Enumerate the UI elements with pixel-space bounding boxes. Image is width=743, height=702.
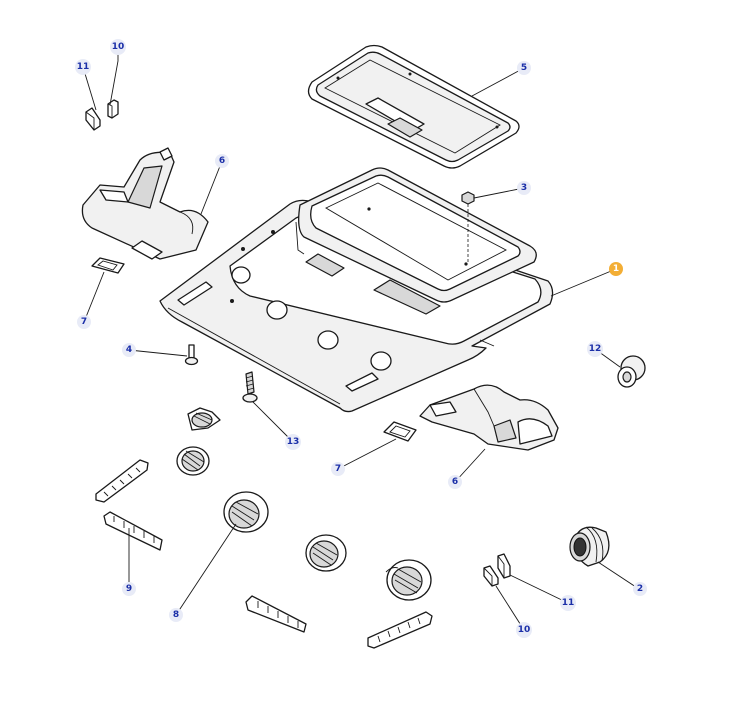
part-gasket-7-right[interactable]: [383, 421, 417, 442]
svg-text:2: 2: [637, 584, 643, 594]
svg-text:1: 1: [613, 264, 619, 274]
part-grommet-12[interactable]: [617, 355, 646, 388]
part-vent-8-e[interactable]: [385, 559, 432, 601]
part-nut-3[interactable]: [461, 191, 475, 262]
part-vent-8-d[interactable]: [305, 534, 347, 572]
callout-6-upper[interactable]: 6: [215, 154, 229, 168]
part-clip-10-bottom[interactable]: [483, 565, 499, 587]
callout-8[interactable]: 8: [169, 608, 183, 622]
part-vent-8-c[interactable]: [223, 491, 269, 533]
svg-text:7: 7: [335, 464, 341, 474]
callout-7-right[interactable]: 7: [331, 462, 345, 476]
part-vent-8-a[interactable]: [187, 407, 221, 431]
part-pin-4[interactable]: [184, 344, 199, 366]
part-clip-11-top[interactable]: [85, 107, 101, 131]
part-bellows-2[interactable]: [569, 526, 610, 567]
svg-text:6: 6: [452, 477, 458, 487]
svg-text:3: 3: [521, 183, 527, 193]
callout-6-lower[interactable]: 6: [448, 475, 462, 489]
part-housing-1[interactable]: [159, 167, 554, 413]
svg-text:8: 8: [173, 610, 179, 620]
callout-10-bottom[interactable]: 10: [516, 622, 532, 638]
part-grille-9-b[interactable]: [103, 511, 163, 551]
svg-text:11: 11: [77, 62, 90, 72]
callout-1[interactable]: 1: [609, 262, 623, 276]
leader-lines: [82, 47, 640, 631]
callout-3[interactable]: 3: [517, 181, 531, 195]
callout-5[interactable]: 5: [517, 61, 531, 75]
svg-text:13: 13: [287, 437, 300, 447]
part-grille-9-d[interactable]: [367, 611, 433, 649]
part-duct-6-upper[interactable]: [81, 147, 209, 260]
part-gasket-7-left[interactable]: [91, 257, 125, 274]
svg-text:4: 4: [126, 345, 132, 355]
svg-text:10: 10: [112, 42, 125, 52]
callout-10-top[interactable]: 10: [110, 39, 126, 55]
svg-text:5: 5: [521, 63, 527, 73]
part-clip-10-top[interactable]: [107, 99, 119, 119]
part-grille-9-a[interactable]: [95, 459, 149, 503]
callout-11-bottom[interactable]: 11: [560, 595, 576, 611]
part-vent-8-b[interactable]: [176, 446, 210, 476]
svg-text:6: 6: [219, 156, 225, 166]
part-grille-9-c[interactable]: [245, 595, 307, 633]
part-screw-13[interactable]: [242, 371, 258, 403]
svg-text:10: 10: [518, 625, 531, 635]
callout-12[interactable]: 12: [587, 341, 603, 357]
part-clip-11-bottom[interactable]: [497, 553, 511, 579]
svg-text:11: 11: [562, 598, 575, 608]
callout-13[interactable]: 13: [285, 434, 301, 450]
svg-text:9: 9: [126, 584, 132, 594]
svg-text:12: 12: [589, 344, 602, 354]
callout-9[interactable]: 9: [122, 582, 136, 596]
svg-text:7: 7: [81, 317, 87, 327]
callout-2[interactable]: 2: [633, 582, 647, 596]
part-tray-5[interactable]: [307, 44, 520, 169]
callout-4[interactable]: 4: [122, 343, 136, 357]
callout-11-top[interactable]: 11: [75, 59, 91, 75]
callout-7-left[interactable]: 7: [77, 315, 91, 329]
part-duct-6-lower[interactable]: [419, 384, 559, 451]
